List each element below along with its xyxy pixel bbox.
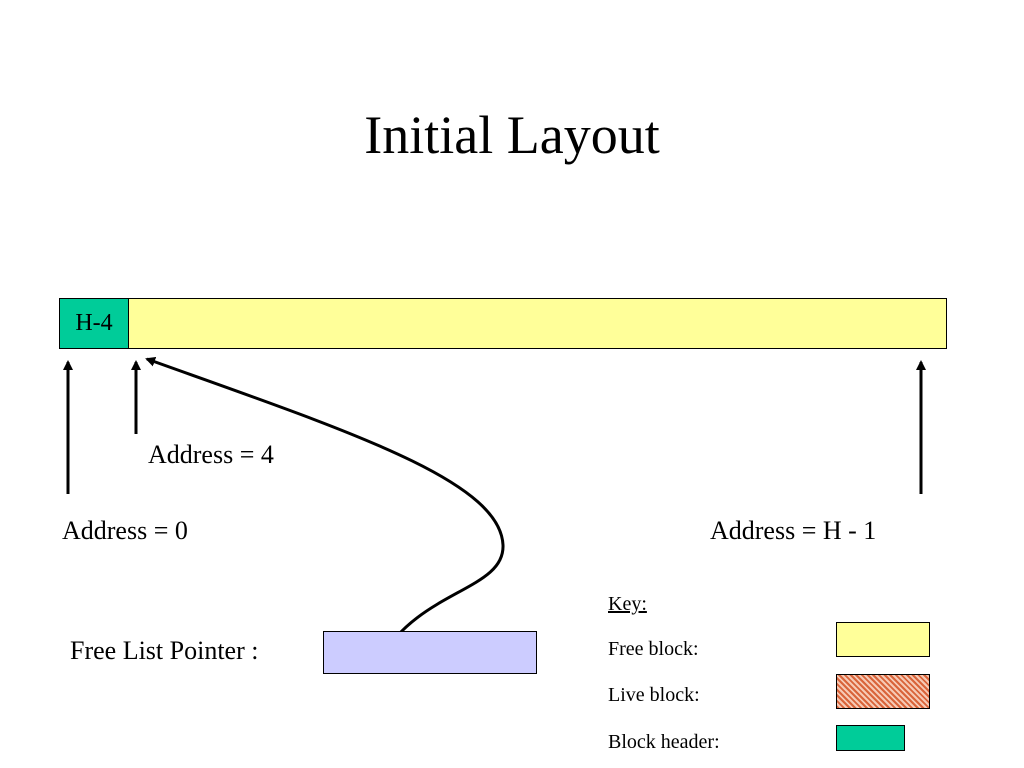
key-live-block-swatch <box>836 674 930 709</box>
key-block-header-label: Block header: <box>608 731 720 753</box>
block-header-cell: H-4 <box>60 299 129 348</box>
key-free-block-label: Free block: <box>608 638 699 660</box>
address-4-label: Address = 4 <box>148 440 274 469</box>
key-live-block-label: Live block: <box>608 684 700 706</box>
free-block-cell <box>129 299 946 348</box>
address-0-label: Address = 0 <box>62 516 188 545</box>
memory-bar: H-4 <box>59 298 947 349</box>
key-free-block-swatch <box>836 622 930 657</box>
free-list-pointer-box <box>323 631 537 674</box>
slide-title: Initial Layout <box>364 105 660 165</box>
free-list-pointer-label: Free List Pointer : <box>70 636 259 665</box>
key-heading: Key: <box>608 593 647 615</box>
free-list-pointer-arrow <box>145 356 505 659</box>
address-end-label: Address = H - 1 <box>710 516 877 545</box>
key-block-header-swatch <box>836 725 905 751</box>
